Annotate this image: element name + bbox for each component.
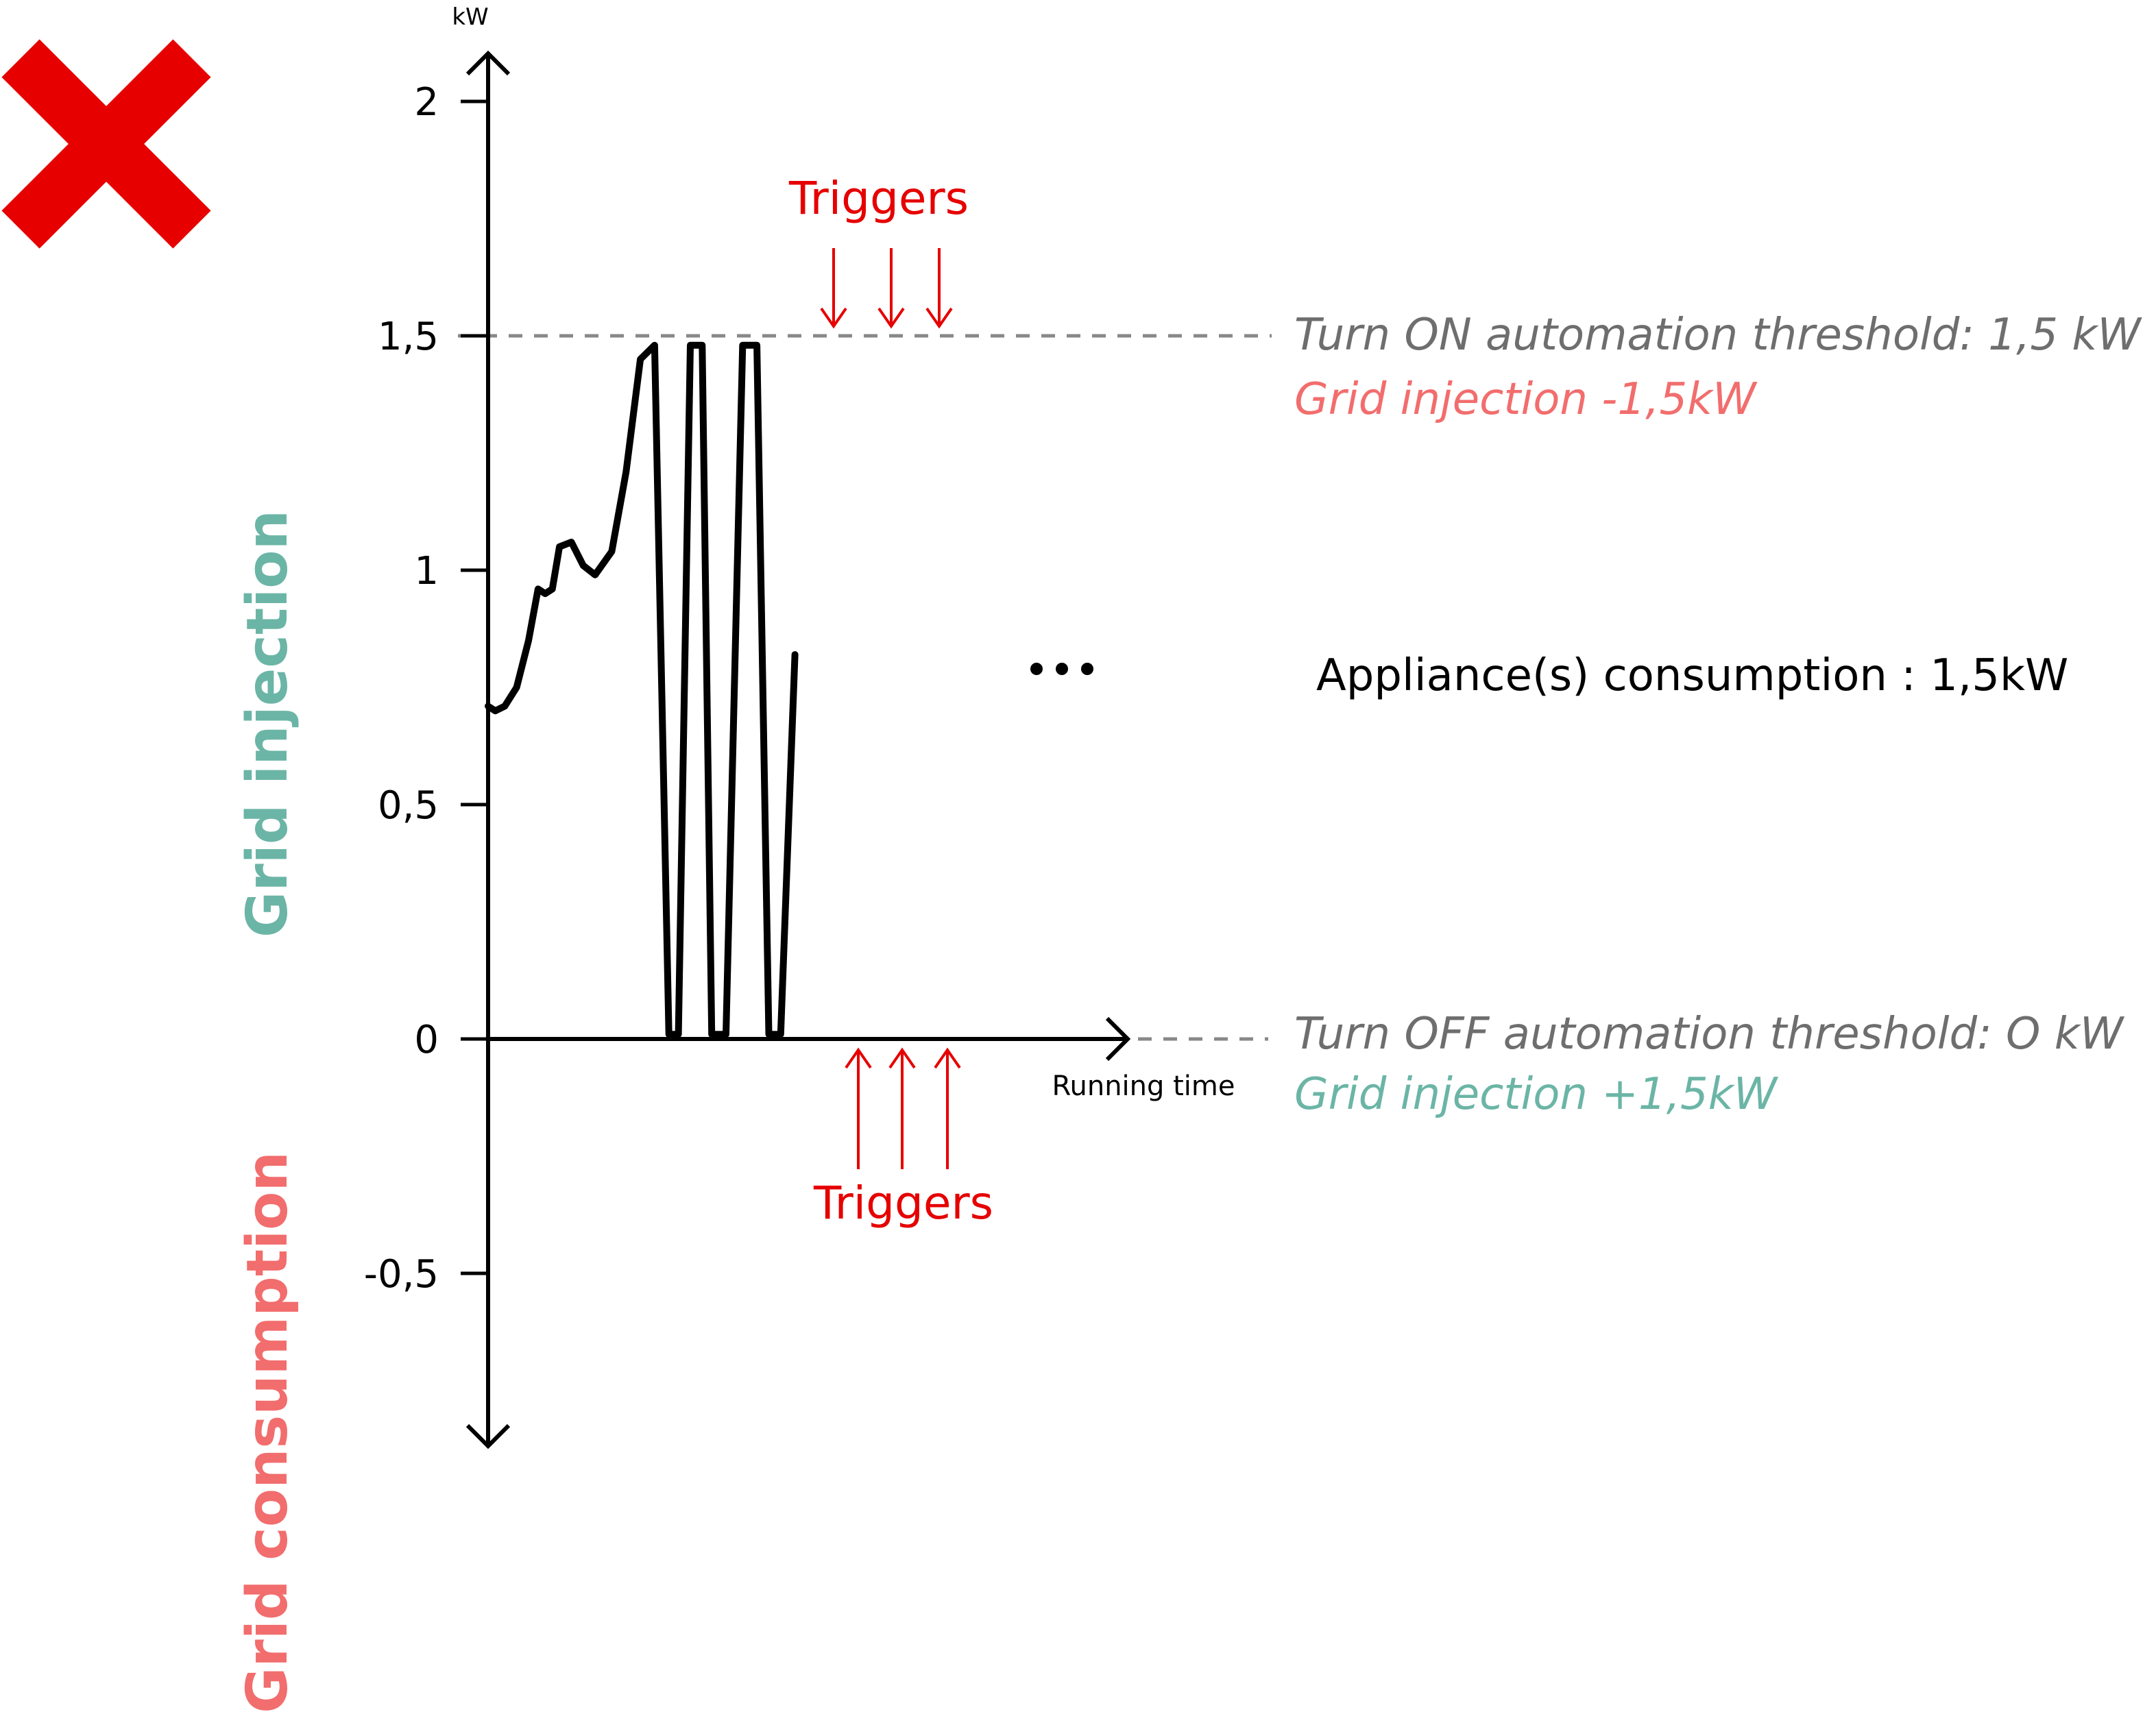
trigger-arrowhead-top [877,307,905,329]
y-tick-label: 0,5 [378,783,439,828]
y-tick-label: 1 [414,549,439,594]
triggers-label-top: Triggers [788,172,969,225]
grid-injection-label: Grid injection [235,510,300,938]
grid-consumption-label: Grid consumption [235,1151,300,1713]
series-line [485,341,799,1038]
y-axis-arrow-bottom [465,1423,511,1449]
trigger-arrowhead-top [820,307,847,329]
triggers-label-bottom: Triggers [813,1177,993,1229]
y-unit-label: kW [452,3,488,31]
continuation-dot [1056,663,1068,675]
y-tick-label: 2 [414,80,439,125]
y-tick-label: 1,5 [378,315,439,359]
trigger-arrowhead-top [925,307,953,329]
threshold-on-sublabel: Grid injection -1,5kW [1294,374,1758,425]
continuation-dot [1030,663,1043,675]
threshold-off-sublabel: Grid injection +1,5kW [1294,1069,1779,1120]
x-axis-label: Running time [1052,1071,1235,1102]
threshold-off-label: Turn OFF automation threshold: O kW [1294,1009,2125,1060]
threshold-on-label: Turn ON automation threshold: 1,5 kW [1294,310,2142,360]
appliance-consumption-annotation: Appliance(s) consumption : 1,5kW [1316,650,2068,701]
trigger-arrowhead-bottom [845,1047,872,1069]
cross-stroke-2 [1,39,211,249]
red-cross-icon [1,39,211,249]
y-tick-label: -0,5 [364,1252,439,1297]
y-tick-label: 0 [414,1018,439,1062]
continuation-dot [1081,663,1093,675]
y-axis-arrow-top [465,50,511,76]
trigger-arrowhead-bottom [888,1047,916,1069]
trigger-arrowhead-bottom [934,1047,961,1069]
x-axis-arrow [1105,1016,1131,1062]
